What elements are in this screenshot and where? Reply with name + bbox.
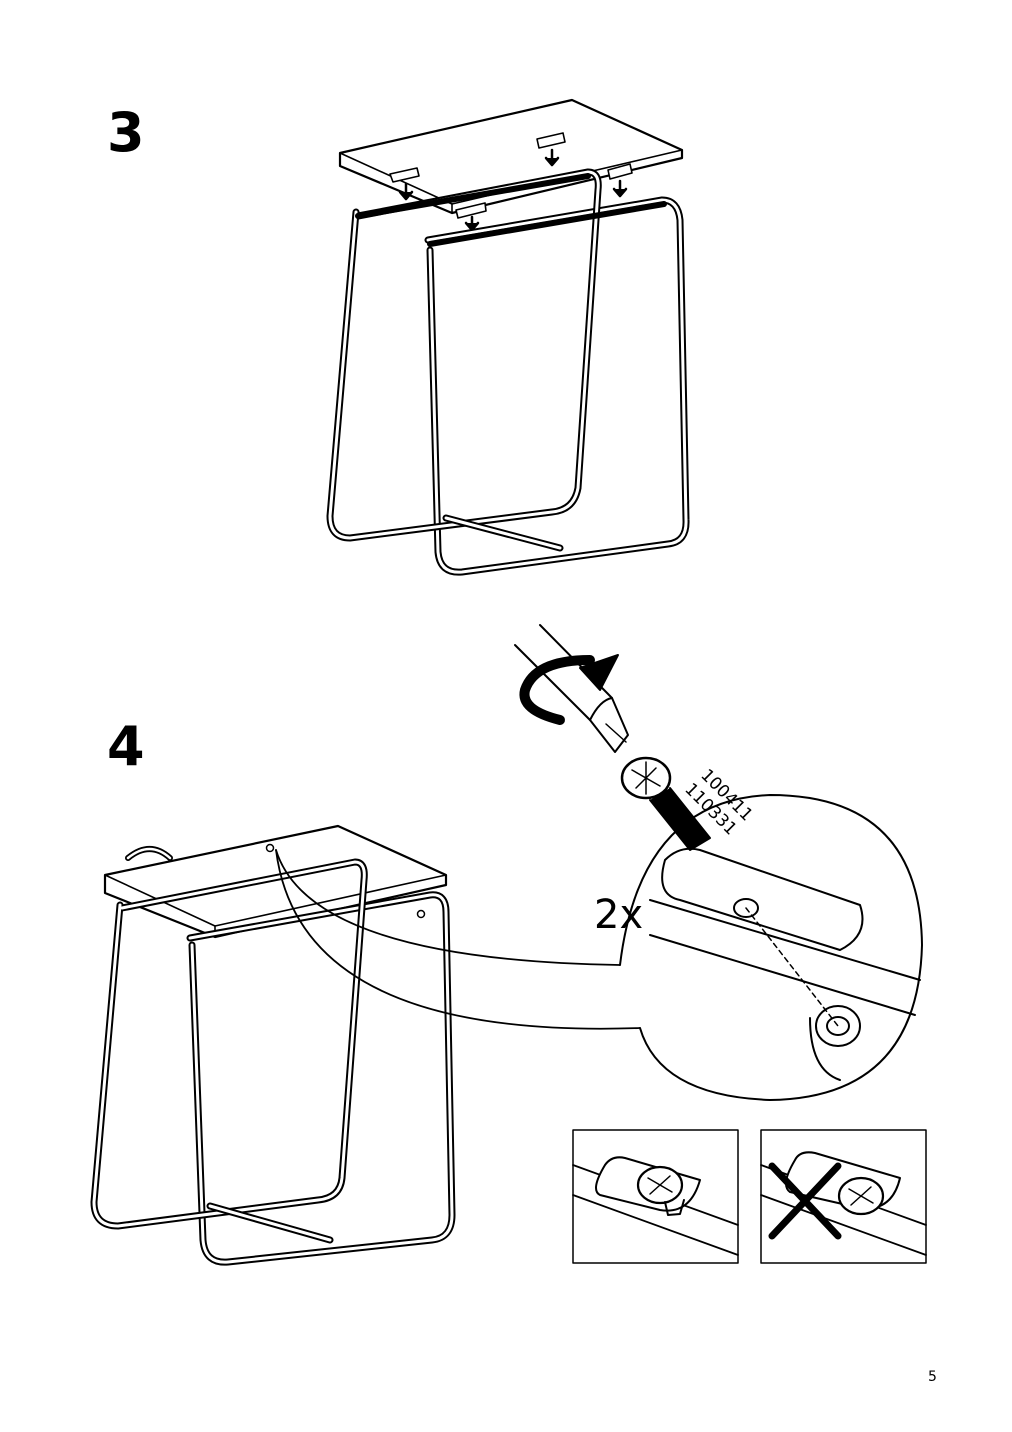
step-4-number: 4 bbox=[107, 715, 145, 778]
step-3-number: 3 bbox=[107, 101, 145, 164]
down-arrow-icon bbox=[398, 148, 628, 232]
step-3-illustration bbox=[326, 98, 690, 576]
tabletop-icon bbox=[338, 98, 684, 215]
incorrect-example-cross-icon bbox=[760, 1129, 927, 1264]
page-number: 5 bbox=[928, 1369, 937, 1385]
step-4-illustration bbox=[90, 624, 927, 1266]
quantity-label: 2x bbox=[594, 892, 643, 938]
tube-frame-icon bbox=[326, 168, 690, 576]
screw-icon bbox=[620, 756, 711, 851]
rotation-arrow-icon bbox=[519, 654, 619, 725]
screwdriver-icon bbox=[514, 624, 629, 753]
bracket-icon bbox=[389, 132, 633, 219]
detail-magnifier-icon bbox=[275, 794, 923, 1101]
correct-example-icon bbox=[572, 1129, 739, 1264]
tube-frame-icon bbox=[90, 824, 456, 1266]
